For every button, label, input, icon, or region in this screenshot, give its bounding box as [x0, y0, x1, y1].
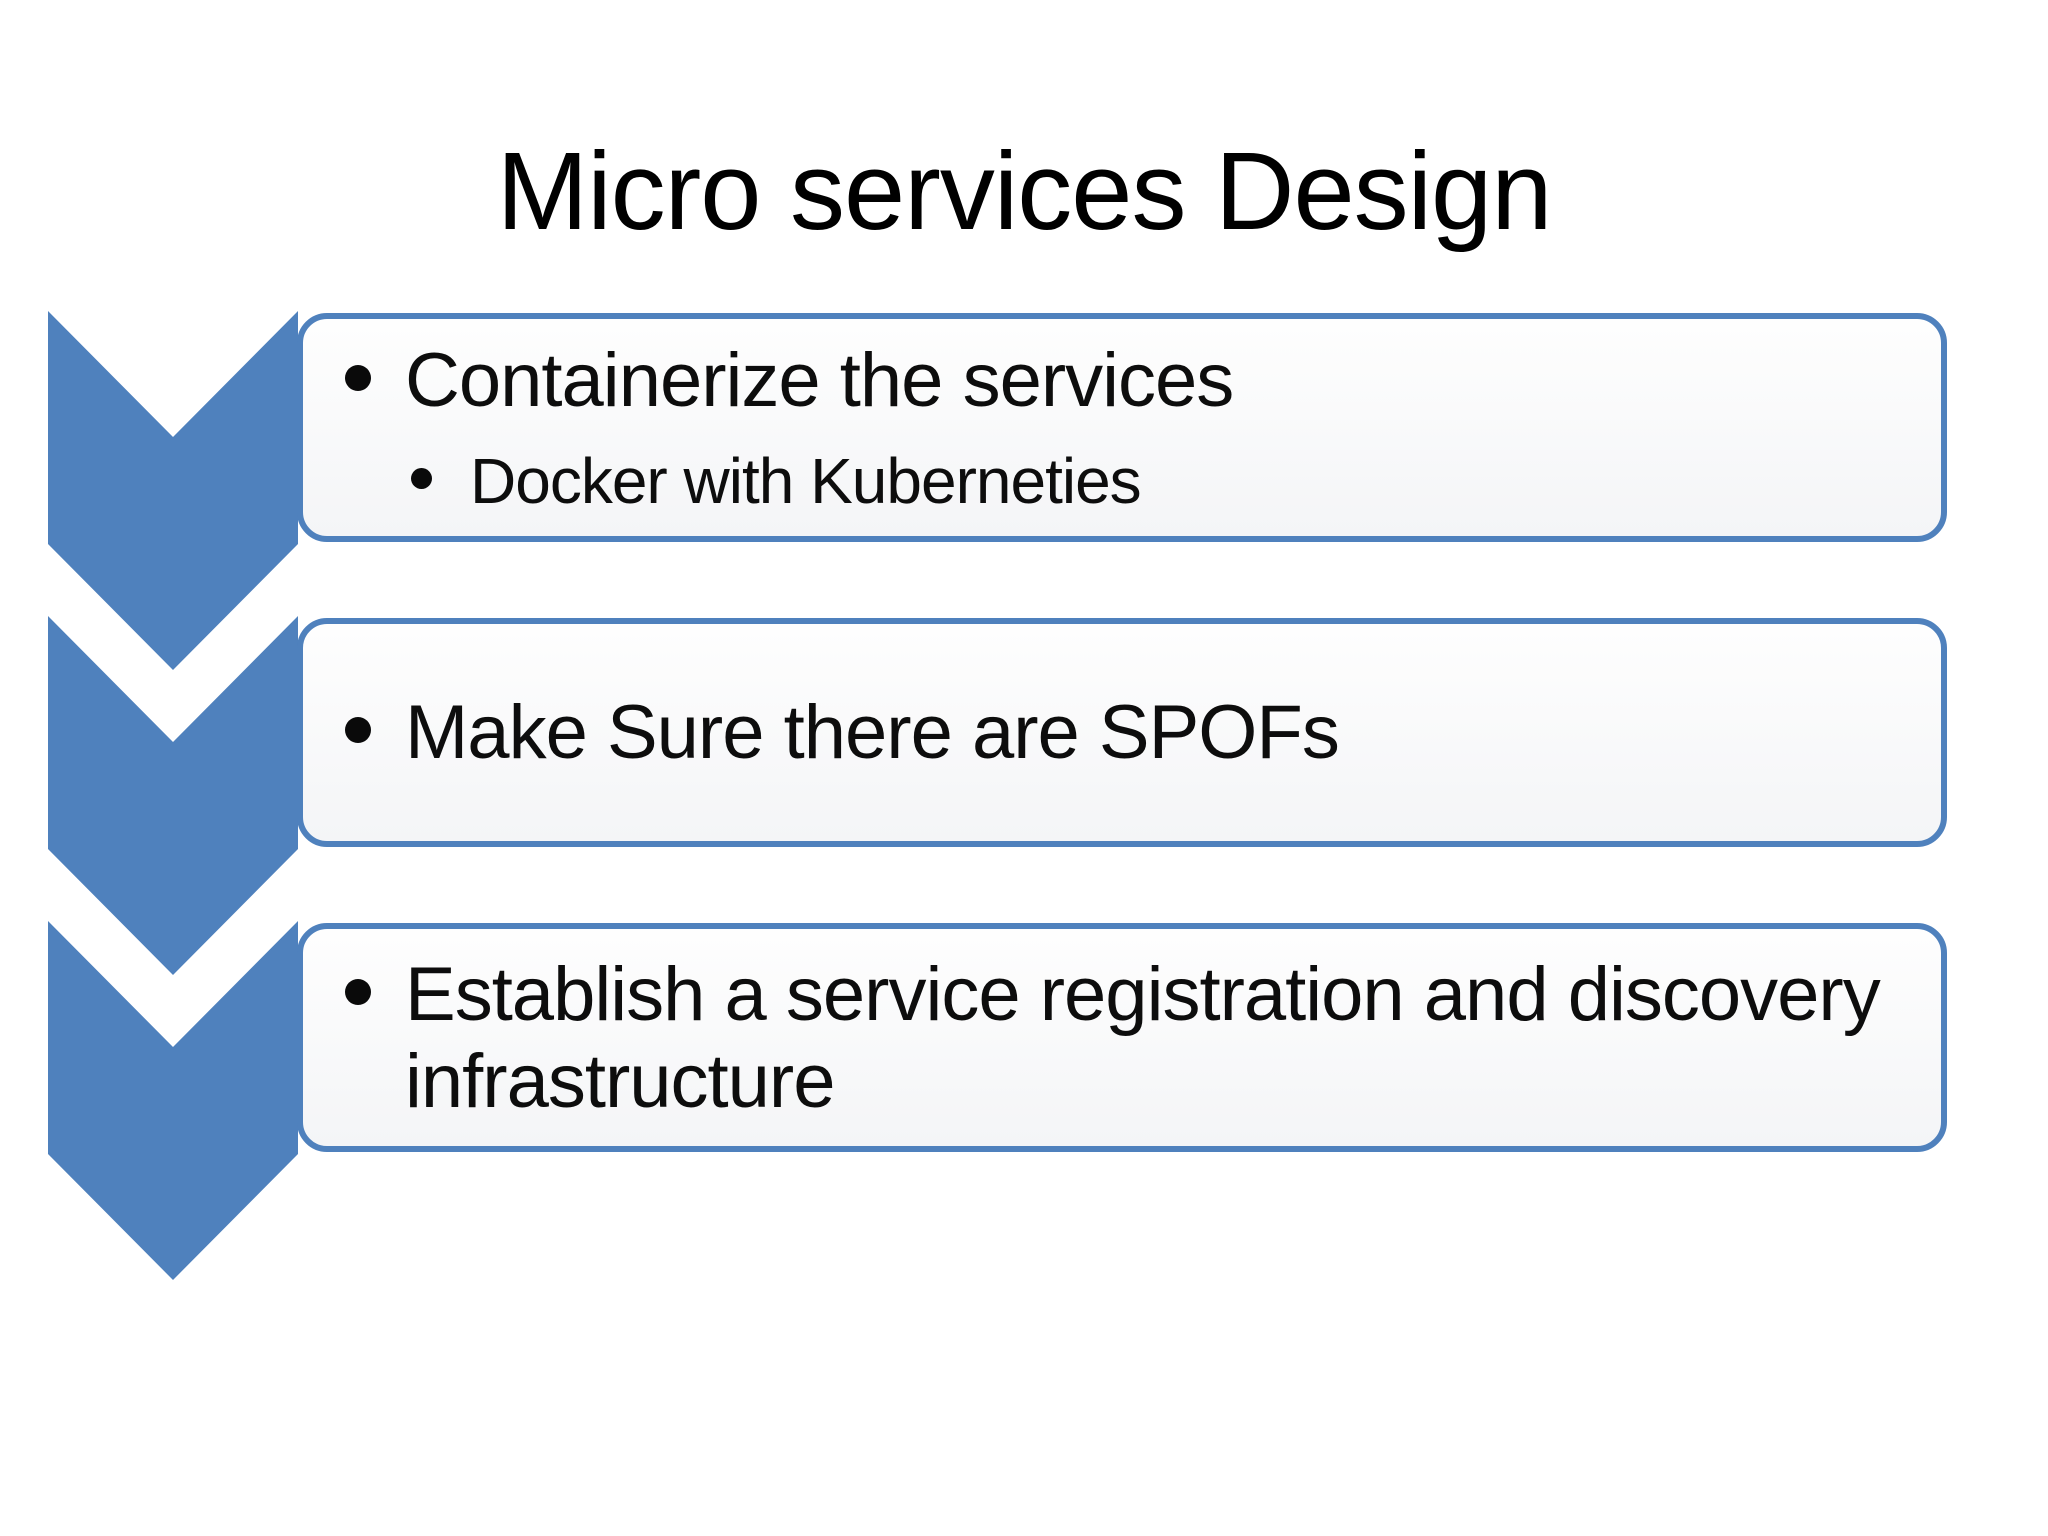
bullet-dot	[345, 978, 371, 1005]
list-box-service-registration: Establish a service registration and dis…	[297, 923, 1947, 1152]
chevron-down-icon-3	[48, 921, 298, 1280]
chevron-down-icon-2	[48, 616, 298, 975]
list-subitem: Docker with Kuberneties	[411, 444, 1913, 518]
slide-title: Micro services Design	[496, 130, 1553, 253]
chevron-shape	[48, 616, 298, 975]
list-item-text: Containerize the services	[405, 338, 1234, 423]
list-item: Make Sure there are SPOFs	[345, 689, 1913, 776]
chevron-shape	[48, 921, 298, 1280]
list-box-containerize: Containerize the services Docker with Ku…	[297, 313, 1947, 542]
list-item: Containerize the services	[345, 337, 1913, 424]
list-subitem-text: Docker with Kuberneties	[470, 445, 1142, 517]
list-item-text: Establish a service registration and dis…	[405, 951, 1881, 1124]
list-item: Establish a service registration and dis…	[345, 951, 1913, 1125]
list-item-text: Make Sure there are SPOFs	[405, 690, 1340, 775]
bullet-dot	[345, 365, 371, 391]
list-box-spof: Make Sure there are SPOFs	[297, 618, 1947, 847]
chevron-down-icon-1	[48, 311, 298, 670]
chevron-shape	[48, 311, 298, 670]
bullet-dot	[345, 717, 371, 743]
bullet-dot	[411, 468, 432, 489]
